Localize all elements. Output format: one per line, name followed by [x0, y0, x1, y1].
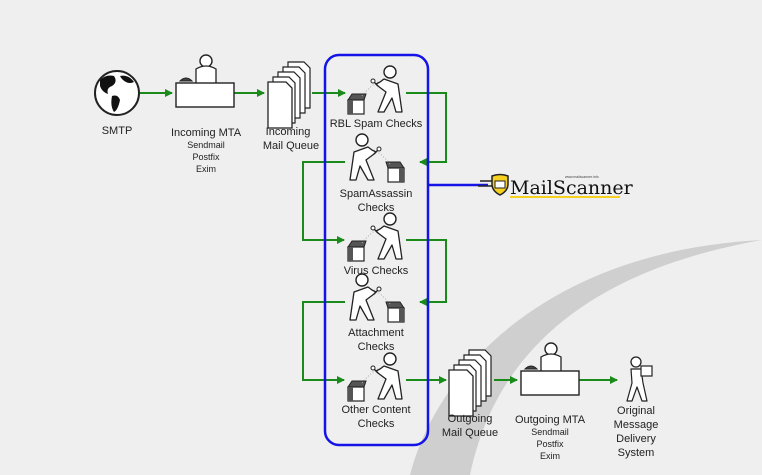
incoming-queue-label-1: Mail Queue	[263, 140, 319, 152]
delivery-label-2: Delivery	[616, 433, 656, 445]
delivery-label-0: Original	[617, 405, 655, 417]
outgoing-mta-label: Outgoing MTA	[515, 414, 586, 426]
checker-person-icon	[347, 65, 403, 115]
check-label: Checks	[358, 418, 395, 430]
mailscanner-frame	[323, 53, 430, 447]
incoming-queue-label-0: Incoming	[266, 126, 311, 138]
check-attachment: Attachment Checks	[348, 273, 405, 353]
delivery-label-1: Message	[614, 419, 659, 431]
check-label: Other Content	[341, 404, 410, 416]
incoming-mta-sub-1: Postfix	[192, 152, 220, 162]
outgoing-queue-label-0: Outgoing	[448, 413, 493, 425]
outgoing-queue-label-1: Mail Queue	[442, 427, 498, 439]
checker-person-icon	[349, 273, 405, 323]
document-stack-icon	[267, 61, 311, 129]
check-label: Attachment	[348, 327, 404, 339]
check-label: Checks	[358, 202, 395, 214]
check-virus: Virus Checks	[344, 212, 409, 277]
checker-person-icon	[349, 133, 405, 183]
smtp-label: SMTP	[102, 125, 133, 137]
check-spamassassin: SpamAssassin Checks	[340, 133, 413, 214]
outgoing-mta-sub-0: Sendmail	[531, 427, 569, 437]
check-label: Virus Checks	[344, 265, 409, 277]
desk-operator-icon	[175, 54, 235, 108]
delivery-label-3: System	[618, 447, 655, 459]
mailscanner-logo: MailScanner www.mailscanner.info	[478, 173, 634, 199]
logo-text: MailScanner	[510, 177, 634, 199]
check-rbl: RBL Spam Checks	[330, 65, 423, 130]
check-label: RBL Spam Checks	[330, 118, 423, 130]
check-label: Checks	[358, 341, 395, 353]
check-other-content: Other Content Checks	[341, 352, 411, 430]
logo-url: www.mailscanner.info	[565, 175, 599, 179]
background-swoosh	[410, 240, 762, 475]
outgoing-mta-sub-2: Exim	[540, 451, 560, 461]
checker-person-icon	[347, 212, 403, 262]
incoming-mta-sub-0: Sendmail	[187, 140, 225, 150]
incoming-mta-sub-2: Exim	[196, 164, 216, 174]
outgoing-mta-sub-1: Postfix	[536, 439, 564, 449]
checker-person-icon	[347, 352, 403, 402]
check-label: SpamAssassin	[340, 188, 413, 200]
globe-icon	[94, 70, 140, 116]
incoming-mta-label: Incoming MTA	[171, 127, 242, 139]
courier-person-icon	[626, 356, 653, 402]
